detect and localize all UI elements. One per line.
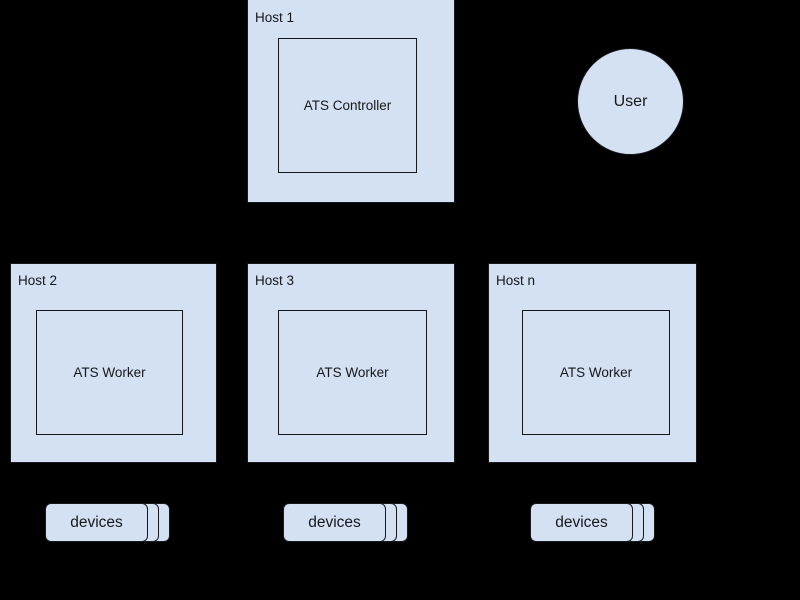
host-label-controller: Host 1: [255, 10, 295, 25]
component-label-ats-controller: ATS Controller: [303, 97, 392, 113]
host-label-worker-1: Host 2: [18, 273, 58, 288]
host-label-worker-2: Host 3: [255, 273, 295, 288]
component-box-ats-controller[interactable]: ATS Controller: [278, 38, 417, 173]
devices-label-2: devices: [308, 513, 361, 531]
devices-sheet-front[interactable]: devices: [283, 503, 386, 542]
user-actor[interactable]: User: [577, 48, 684, 155]
component-label-ats-worker-1: ATS Worker: [73, 364, 146, 380]
devices-label-n: devices: [555, 513, 608, 531]
devices-stack-n[interactable]: devices: [530, 503, 655, 542]
devices-sheet-front[interactable]: devices: [530, 503, 633, 542]
devices-stack-1[interactable]: devices: [45, 503, 170, 542]
user-actor-label: User: [613, 92, 648, 110]
component-box-ats-worker-n[interactable]: ATS Worker: [522, 310, 670, 435]
devices-stack-2[interactable]: devices: [283, 503, 408, 542]
devices-sheet-front[interactable]: devices: [45, 503, 148, 542]
host-label-worker-n: Host n: [496, 273, 536, 288]
component-label-ats-worker-2: ATS Worker: [316, 364, 389, 380]
component-label-ats-worker-n: ATS Worker: [559, 364, 633, 380]
component-box-ats-worker-2[interactable]: ATS Worker: [278, 310, 427, 435]
devices-label-1: devices: [70, 513, 123, 531]
component-box-ats-worker-1[interactable]: ATS Worker: [36, 310, 183, 435]
